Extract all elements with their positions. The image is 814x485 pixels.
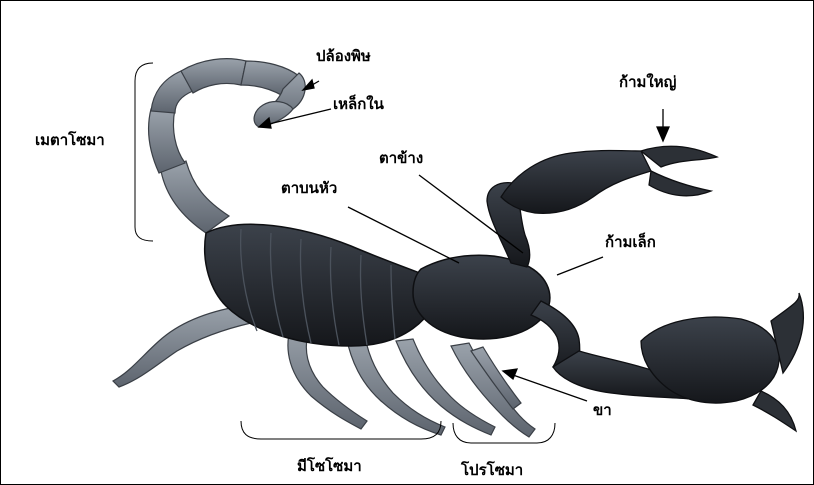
label-leg: ขา [593,403,612,418]
label-small-claw: ก้ามเล็ก [605,235,656,250]
label-mesosoma: มีโซโซมา [297,459,362,474]
mesosoma-bracket [241,421,441,439]
label-median-eye: ตาบนหัว [281,181,337,196]
label-poison-segment: ปล้องพิษ [316,49,371,64]
label-big-claw: ก้ามใหญ่ [619,75,676,90]
label-metasoma: เมตาโซมา [35,133,105,148]
label-prosoma: โปรโซมา [461,463,523,478]
prosoma-bracket [453,423,555,443]
prosoma-body [413,255,550,339]
metasoma-bracket [135,63,153,241]
label-stinger: เหล็กใน [333,97,384,112]
tail-segments [149,59,306,233]
label-lateral-eye: ตาข้าง [379,151,423,166]
